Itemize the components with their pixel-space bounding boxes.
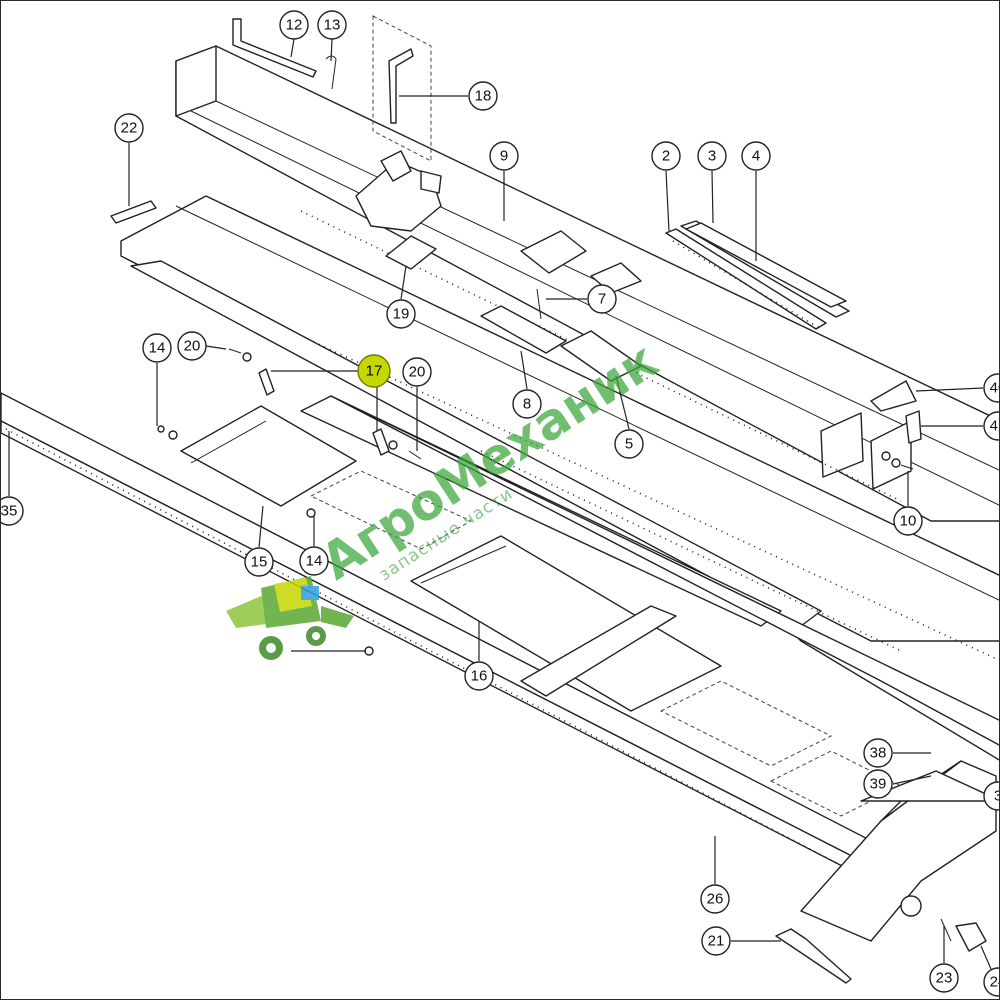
callout-40: 40 bbox=[983, 373, 1000, 403]
svg-text:24: 24 bbox=[990, 974, 1000, 991]
callout-21: 21 bbox=[701, 926, 731, 956]
callout-17-highlighted: 17 bbox=[357, 354, 391, 388]
callout-20-right: 20 bbox=[402, 357, 432, 387]
svg-text:18: 18 bbox=[475, 88, 492, 105]
svg-text:2: 2 bbox=[662, 148, 670, 165]
dashed-plate-c bbox=[769, 750, 903, 817]
rod-12 bbox=[232, 18, 317, 78]
bolts-10 bbox=[881, 451, 914, 470]
callout-41: 41 bbox=[983, 411, 1000, 441]
svg-text:15: 15 bbox=[251, 554, 268, 571]
callout-16: 16 bbox=[464, 661, 494, 691]
svg-text:21: 21 bbox=[708, 933, 725, 950]
svg-text:3: 3 bbox=[708, 148, 716, 165]
dashed-plate-a bbox=[309, 470, 473, 550]
bar-8 bbox=[480, 305, 567, 354]
svg-text:7: 7 bbox=[598, 291, 606, 308]
svg-text:10: 10 bbox=[900, 513, 917, 530]
svg-text:35: 35 bbox=[1, 503, 17, 520]
callout-4: 4 bbox=[741, 141, 771, 171]
svg-text:39: 39 bbox=[870, 776, 887, 793]
callout-20-left: 20 bbox=[177, 331, 207, 361]
cover-plate-19 bbox=[385, 235, 437, 270]
callout-24: 24 bbox=[983, 967, 1000, 997]
svg-text:5: 5 bbox=[625, 436, 633, 453]
upper-trough bbox=[120, 195, 999, 761]
leader-lines bbox=[8, 38, 992, 970]
callout-5: 5 bbox=[614, 429, 644, 459]
svg-text:20: 20 bbox=[184, 338, 201, 355]
dashed-plate-b bbox=[659, 680, 833, 767]
svg-text:3: 3 bbox=[994, 788, 1000, 805]
callout-8: 8 bbox=[512, 389, 542, 419]
svg-text:41: 41 bbox=[990, 418, 1000, 435]
seal-strips bbox=[665, 220, 850, 330]
callout-14-upper: 14 bbox=[142, 333, 172, 363]
svg-text:26: 26 bbox=[707, 891, 724, 908]
callout-19: 19 bbox=[386, 299, 416, 329]
callout-9: 9 bbox=[489, 141, 519, 171]
svg-text:16: 16 bbox=[471, 668, 488, 685]
bar-5 bbox=[560, 330, 642, 382]
dashed-group-18 bbox=[372, 15, 432, 162]
callout-39: 39 bbox=[863, 769, 893, 799]
plate-22 bbox=[110, 200, 157, 224]
callout-18: 18 bbox=[468, 81, 498, 111]
callout-23: 23 bbox=[929, 963, 959, 993]
callout-13: 13 bbox=[317, 10, 347, 40]
svg-text:38: 38 bbox=[870, 745, 887, 762]
svg-text:40: 40 bbox=[990, 380, 1000, 397]
callout-12: 12 bbox=[279, 10, 309, 40]
callout-3: 3 bbox=[697, 141, 727, 171]
guard-plate-15 bbox=[180, 405, 357, 507]
clip-13 bbox=[325, 55, 337, 90]
svg-text:4: 4 bbox=[752, 148, 760, 165]
pin-21 bbox=[775, 928, 852, 984]
callout-22: 22 bbox=[114, 113, 144, 143]
main-beam bbox=[175, 45, 999, 522]
bracket-40 bbox=[870, 380, 917, 412]
clip-24 bbox=[955, 922, 987, 952]
callout-14-lower: 14 bbox=[299, 546, 329, 576]
bolt-7 bbox=[536, 288, 542, 320]
svg-text:12: 12 bbox=[286, 17, 303, 34]
svg-text:9: 9 bbox=[500, 148, 508, 165]
callout-38: 38 bbox=[863, 738, 893, 768]
svg-text:8: 8 bbox=[523, 396, 531, 413]
svg-text:20: 20 bbox=[409, 364, 426, 381]
fasteners bbox=[157, 348, 422, 656]
callout-2: 2 bbox=[651, 141, 681, 171]
callout-15: 15 bbox=[244, 547, 274, 577]
svg-text:19: 19 bbox=[393, 306, 410, 323]
callout-3-right: 3 bbox=[983, 781, 1000, 811]
callout-26: 26 bbox=[700, 884, 730, 914]
svg-text:13: 13 bbox=[324, 17, 341, 34]
lower-frame-rail bbox=[1, 392, 892, 887]
tray-16 bbox=[410, 535, 722, 712]
svg-text:14: 14 bbox=[149, 340, 166, 357]
end-plate bbox=[800, 760, 999, 942]
combine-harvester-icon bbox=[226, 576, 354, 660]
clip-41 bbox=[905, 410, 922, 444]
callout-10: 10 bbox=[893, 506, 923, 536]
svg-text:22: 22 bbox=[121, 120, 138, 137]
callout-7: 7 bbox=[587, 284, 617, 314]
screw-23 bbox=[940, 918, 952, 942]
svg-text:23: 23 bbox=[936, 970, 953, 987]
pin-18 bbox=[388, 48, 414, 124]
slide-floor bbox=[300, 395, 999, 746]
callout-35: 35 bbox=[1, 496, 24, 526]
svg-text:17: 17 bbox=[366, 363, 383, 380]
svg-text:14: 14 bbox=[306, 553, 323, 570]
